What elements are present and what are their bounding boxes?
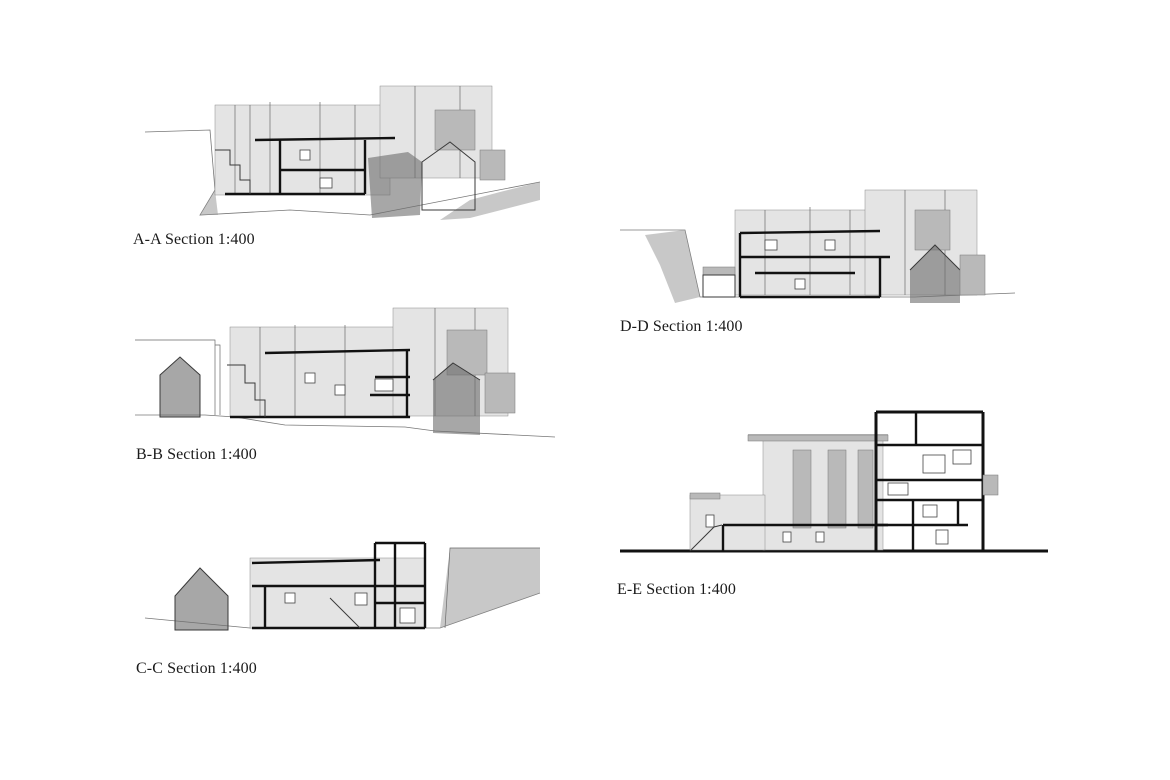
section-cc-caption: C-C Section 1:400 bbox=[136, 660, 257, 677]
section-cc-drawing bbox=[140, 538, 550, 648]
section-aa-caption: A-A Section 1:400 bbox=[133, 231, 255, 248]
section-ee-drawing bbox=[618, 405, 1053, 565]
section-bb-drawing bbox=[135, 305, 565, 445]
section-ee-caption: E-E Section 1:400 bbox=[617, 581, 737, 598]
section-aa-drawing bbox=[140, 80, 550, 230]
section-dd-drawing bbox=[615, 185, 1025, 310]
section-bb-caption: B-B Section 1:400 bbox=[136, 446, 257, 463]
section-dd-caption: D-D Section 1:400 bbox=[620, 318, 743, 335]
